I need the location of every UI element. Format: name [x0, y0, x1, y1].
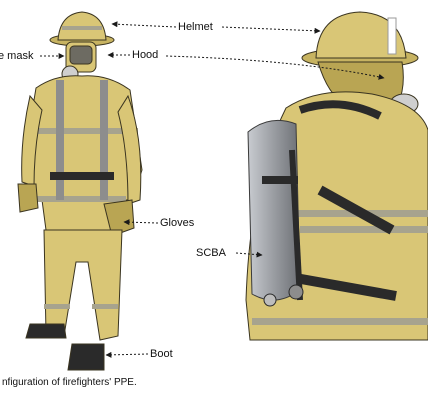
leader-lines [40, 21, 385, 358]
helmet-leader-back [221, 26, 321, 34]
label-helmet: Helmet [178, 21, 213, 33]
scba-tank [247, 119, 304, 307]
label-hood: Hood [132, 49, 159, 61]
hood-back-leader [165, 55, 385, 80]
figure-caption: nfiguration of firefighters' PPE. [2, 377, 137, 388]
label-boot: Boot [150, 348, 173, 360]
label-scba: SCBA [196, 247, 226, 259]
boot-leader [105, 351, 149, 358]
boot-left [25, 323, 67, 339]
helmet-back [301, 11, 419, 69]
gloves-leader [123, 219, 159, 226]
boot-right [67, 343, 105, 371]
helmet-front [49, 11, 115, 47]
label-gloves: Gloves [160, 217, 195, 229]
firefighter-front-figure [17, 11, 143, 371]
helmet-leader-front [111, 21, 177, 28]
scba-leader [235, 251, 263, 258]
label-face-mask: e mask [0, 50, 34, 62]
firefighter-back-figure [245, 11, 428, 341]
